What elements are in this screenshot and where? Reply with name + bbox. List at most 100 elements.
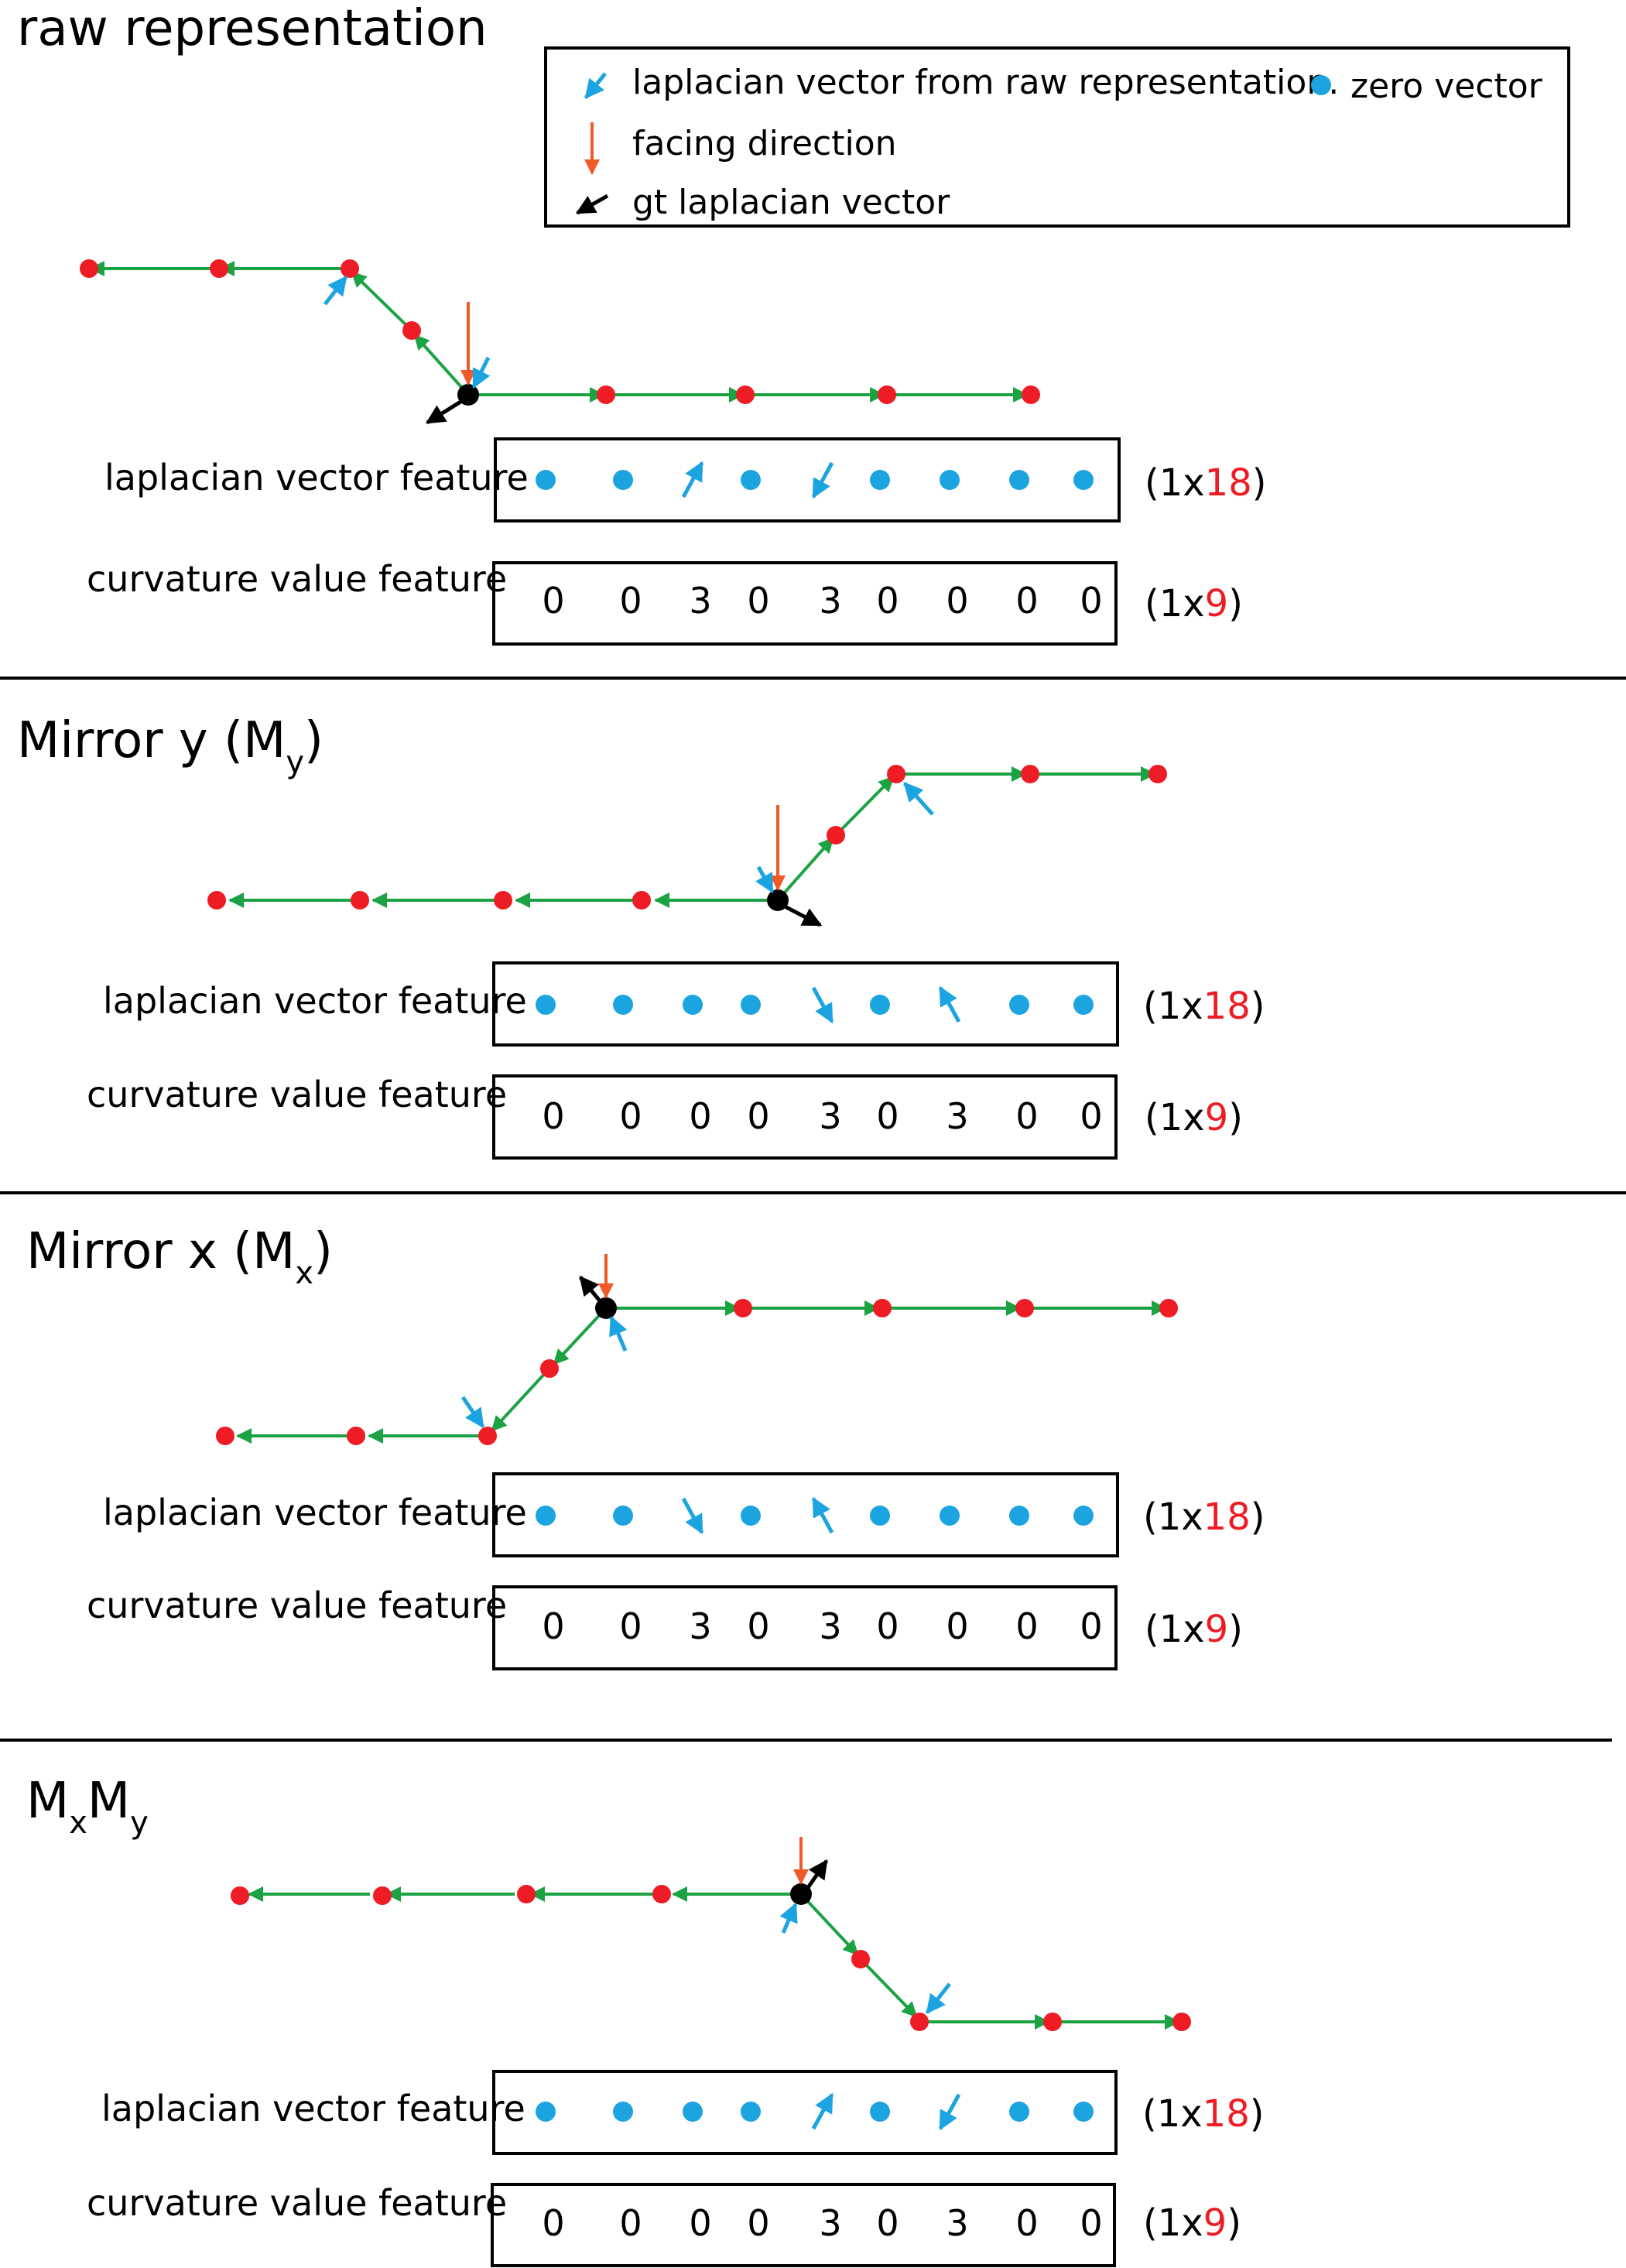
curvature-cell: 0 [542, 1605, 564, 1647]
curvature-cell: 0 [542, 580, 564, 622]
dim-prefix: (1x [1143, 2201, 1203, 2245]
graph-node [736, 385, 755, 404]
graph-edge [553, 1307, 608, 1365]
laplacian-arrow-icon [811, 1496, 834, 1534]
curvature-cell: 0 [619, 580, 642, 622]
zero-vector-icon [870, 1506, 890, 1526]
laplacian-arrow-icon [811, 461, 834, 499]
curvature-cell: 0 [1080, 580, 1102, 622]
graph-node [652, 1885, 671, 1903]
graph-edge [861, 1959, 918, 2018]
zero-vector-icon [1009, 2102, 1029, 2122]
curvature-feature-label: curvature value feature [87, 558, 507, 600]
laplacian-arrow-icon [938, 2093, 961, 2131]
title-main: Mirror y (M [17, 712, 286, 769]
curvature-cell: 0 [619, 1605, 642, 1647]
graph-node [1021, 765, 1039, 783]
laplacian-arrow-icon [811, 2092, 834, 2130]
graph-node [851, 1950, 870, 1968]
curvature-cell: 0 [1015, 2202, 1038, 2244]
curvature-feature-box [491, 2183, 1116, 2267]
laplacian-feature-box [494, 437, 1121, 522]
dim-number: 18 [1203, 2092, 1250, 2136]
laplacian-dim-label: (1x18) [1145, 461, 1266, 505]
laplacian-feature-row [536, 985, 1094, 1024]
zero-vector-icon [536, 470, 556, 490]
curvature-cell: 0 [946, 1605, 968, 1647]
legend: laplacian vector from raw representation… [544, 46, 1570, 228]
section-title-raw: raw representation [17, 0, 488, 57]
curvature-cell: 0 [619, 1095, 642, 1137]
legend-facing: facing direction [632, 124, 897, 163]
gt-laplacian-arrow [425, 397, 466, 425]
dim-number: 18 [1203, 985, 1251, 1028]
dim-number: 9 [1205, 1096, 1229, 1139]
graph-node [1159, 1299, 1178, 1317]
dim-suffix: ) [1228, 1096, 1243, 1139]
curvature-feature-label: curvature value feature [87, 1585, 507, 1626]
gt-laplacian-arrow [805, 1859, 829, 1890]
zero-vector-icon [940, 470, 960, 490]
graph-edge [413, 334, 470, 396]
graph-mirror-y [207, 765, 1167, 927]
laplacian-raw-arrow [460, 1396, 485, 1429]
dim-number: 9 [1205, 1608, 1229, 1651]
laplacian-raw-arrow [609, 1315, 628, 1352]
laplacian-feature-row [536, 461, 1094, 499]
graph-edge [799, 1893, 859, 1956]
curvature-cell: 0 [542, 2202, 564, 2244]
zero-vector-icon [741, 995, 761, 1015]
curvature-cell: 0 [1080, 2202, 1102, 2244]
zero-vector-icon [1009, 470, 1029, 490]
laplacian-arrow-icon [681, 1497, 704, 1535]
curvature-feature-box [492, 1585, 1118, 1670]
laplacian-feature-label: laplacian vector feature [101, 2088, 525, 2129]
zero-vector-icon [870, 2102, 890, 2122]
facing-node [790, 1883, 812, 1905]
laplacian-arrow-icon [811, 986, 834, 1024]
zero-vector-icon [1073, 995, 1094, 1015]
graph-node [347, 1427, 365, 1445]
zero-vector-icon [1073, 2102, 1094, 2122]
legend-box [544, 46, 1570, 228]
curvature-cell: 0 [542, 1095, 564, 1137]
graph-node [1022, 385, 1040, 404]
graph-mirror-x [216, 1254, 1178, 1445]
title-mid: M [87, 1773, 130, 1830]
laplacian-feature-row [536, 2092, 1094, 2131]
title-main: Mirror x (M [26, 1223, 295, 1280]
curvature-cell: 0 [946, 580, 968, 622]
zero-vector-icon [613, 470, 633, 490]
title-suffix: ) [313, 1223, 333, 1280]
graph-node [231, 1886, 249, 1905]
zero-vector-icon [536, 995, 556, 1015]
gt-laplacian-arrow [782, 903, 823, 927]
curvature-cell: 3 [819, 2202, 841, 2244]
graph-node [351, 891, 369, 910]
zero-vector-icon [536, 2102, 556, 2122]
graph-raw [80, 259, 1040, 425]
curvature-cell: 0 [1080, 1605, 1102, 1647]
svg-text:Mirror x (Mx): Mirror x (Mx) [26, 1223, 333, 1291]
legend-zero-vector: zero vector [1350, 67, 1543, 106]
graph-node [1148, 765, 1167, 783]
dim-prefix: (1x [1145, 461, 1205, 505]
curvature-feature-box [492, 561, 1118, 646]
zero-vector-icon [1009, 995, 1029, 1015]
graph-node [478, 1427, 497, 1445]
dim-prefix: (1x [1145, 1608, 1205, 1651]
curvature-cell: 0 [689, 2202, 711, 2244]
zero-vector-icon [613, 2102, 633, 2122]
laplacian-raw-arrow [903, 782, 934, 816]
graph-node [597, 385, 615, 404]
curvature-cell: 0 [689, 1095, 711, 1137]
title-subscript: x [295, 1256, 313, 1291]
gt-laplacian-arrow [579, 1276, 603, 1304]
laplacian-feature-label: laplacian vector feature [103, 980, 527, 1022]
curvature-cell: 0 [747, 2202, 769, 2244]
graph-node [873, 1299, 892, 1317]
curvature-dim-label: (1x9) [1145, 582, 1243, 625]
